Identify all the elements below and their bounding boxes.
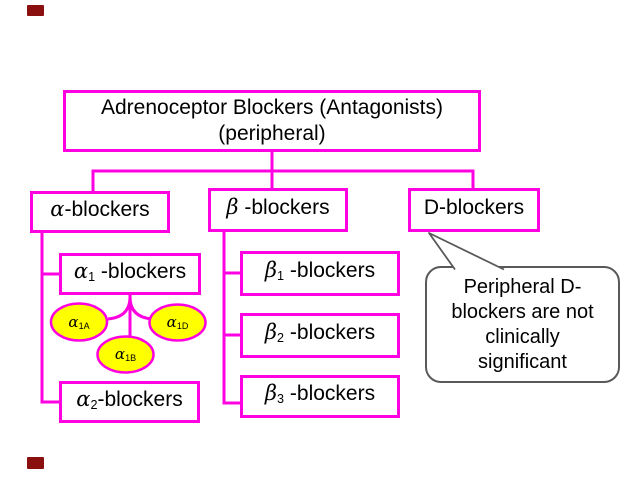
label-text: -blockers: [284, 321, 376, 345]
node-alpha2-blockers: α2-blockers: [59, 381, 200, 423]
subscript: 2: [277, 331, 285, 346]
label-text: -blockers: [97, 387, 183, 411]
callout-tail-shape: [428, 232, 505, 271]
node-label: α1 -blockers: [74, 259, 186, 289]
node-label: D-blockers: [424, 195, 524, 225]
node-alpha1-blockers: α1 -blockers: [59, 253, 201, 295]
label-text: -blockers: [238, 195, 330, 219]
label-text: -blockers: [284, 382, 376, 406]
greek-alpha: α: [114, 345, 126, 364]
greek-alpha: α: [73, 258, 89, 283]
subscript: 3: [277, 392, 285, 407]
corner-artifact-top: [27, 5, 44, 16]
root-title-line2: (peripheral): [218, 122, 326, 145]
greek-alpha: α: [166, 313, 177, 332]
node-alpha-blockers: α-blockers: [30, 191, 170, 233]
callout-line: blockers are not: [451, 300, 594, 323]
label-text: -blockers: [284, 259, 376, 283]
node-beta1-blockers: β1 -blockers: [240, 251, 400, 296]
greek-beta: β: [264, 258, 278, 283]
subscript: 1D: [176, 321, 189, 332]
label-text: D-blockers: [423, 195, 525, 219]
subscript: 2: [90, 398, 98, 412]
ellipse-label: α1A: [68, 313, 89, 331]
subscript: 1A: [78, 321, 90, 332]
subscript: 1: [88, 270, 96, 284]
callout-bubble: Peripheral D- blockers are not clinicall…: [425, 266, 620, 383]
subtype-label-a1b: α1B: [97, 336, 154, 373]
subscript: 1B: [125, 353, 137, 364]
label-text: -blockers: [64, 197, 150, 221]
greek-alpha: α: [76, 386, 91, 411]
greek-beta: β: [264, 320, 278, 345]
ellipse-label: α1B: [115, 345, 136, 363]
node-root-adrenoceptor-blockers: Adrenoceptor Blockers (Antagonists) (per…: [63, 90, 481, 152]
ellipse-label: α1D: [167, 313, 189, 331]
subtype-label-a1d: α1D: [149, 304, 206, 341]
node-beta2-blockers: β2 -blockers: [240, 313, 400, 358]
node-label: β2 -blockers: [265, 320, 375, 350]
alpha1-fork-left-curve: [107, 296, 132, 321]
corner-artifact-bottom: [27, 457, 44, 469]
node-label: β1 -blockers: [265, 258, 375, 288]
greek-beta: β: [264, 381, 278, 406]
greek-alpha: α: [50, 196, 65, 221]
node-label: α-blockers: [50, 197, 149, 227]
node-d-blockers: D-blockers: [408, 188, 540, 232]
subscript: 1: [277, 269, 285, 284]
node-label: α2-blockers: [76, 387, 182, 417]
label-text: -blockers: [95, 259, 187, 283]
node-label: β3 -blockers: [265, 381, 375, 411]
greek-alpha: α: [68, 313, 79, 332]
beta-column-line: [222, 230, 241, 405]
node-beta3-blockers: β3 -blockers: [240, 375, 400, 418]
callout-line: clinically: [485, 325, 560, 348]
greek-beta: β: [226, 194, 239, 219]
callout-line: significant: [478, 350, 567, 373]
root-title-line1: Adrenoceptor Blockers (Antagonists): [101, 96, 443, 119]
node-label: β -blockers: [226, 195, 329, 225]
callout-line: Peripheral D-: [463, 275, 582, 298]
node-beta-blockers: β -blockers: [208, 188, 348, 232]
